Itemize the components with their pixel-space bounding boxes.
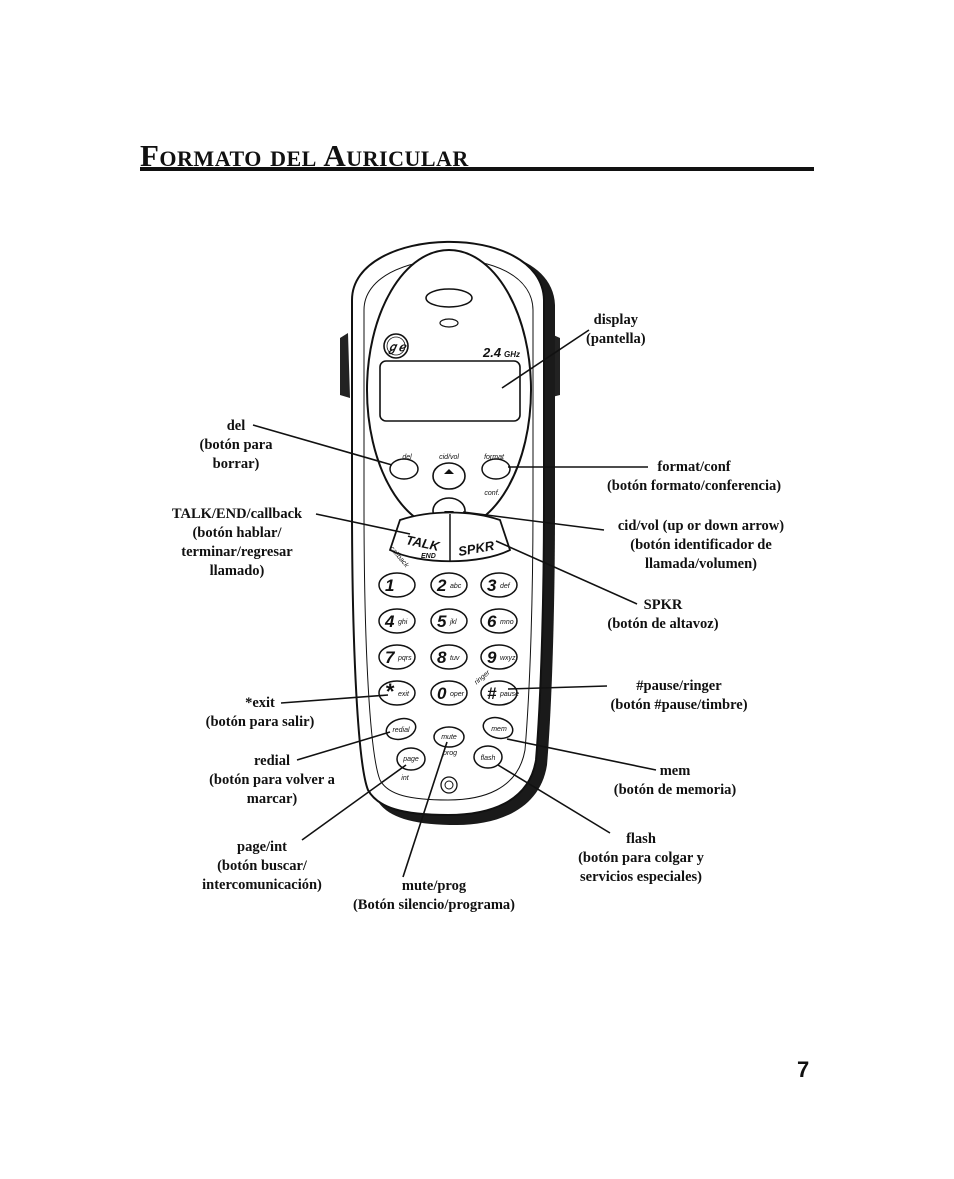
keypad-digit: 4 xyxy=(384,612,395,631)
mem-key-label: mem xyxy=(491,726,507,733)
keypad-digit: 9 xyxy=(487,648,497,667)
keypad-digit: 6 xyxy=(487,612,497,631)
keypad-subtext: pause xyxy=(499,691,519,698)
keypad-key-shape[interactable] xyxy=(480,572,518,598)
band-unit: GHz xyxy=(504,350,520,359)
keypad-subtext: ghi xyxy=(398,619,408,626)
left-clip xyxy=(340,333,350,398)
callout-cid-vol: cid/vol (up or down arrow) (botón identi… xyxy=(617,518,785,572)
keypad-subtext: pqrs xyxy=(397,655,412,662)
keypad-digit: # xyxy=(487,684,497,703)
display-screen xyxy=(379,360,521,422)
keypad-digit: 3 xyxy=(487,576,497,595)
flash-key-label: flash xyxy=(481,755,496,762)
keypad-subtext: abc xyxy=(450,583,462,590)
keypad-key-11[interactable]: #pause xyxy=(480,680,519,706)
keypad-digit: 5 xyxy=(437,612,447,631)
band-label: 2.4 xyxy=(482,345,502,360)
keypad-key-shape[interactable] xyxy=(430,572,468,598)
page-number: 7 xyxy=(797,1057,810,1082)
keypad-key-shape[interactable] xyxy=(480,680,518,706)
end-label: END xyxy=(421,553,436,560)
keypad-subtext: def xyxy=(500,583,511,590)
keypad-key-shape[interactable] xyxy=(430,644,468,670)
keypad-key-shape[interactable] xyxy=(480,608,518,634)
keypad-key-shape[interactable] xyxy=(378,644,416,670)
up-arrow-icon xyxy=(444,469,454,474)
keypad-key-shape[interactable] xyxy=(378,608,416,634)
del-key-label: del xyxy=(402,454,412,461)
keypad-subtext: mno xyxy=(500,619,514,626)
callout-mute-prog: mute/prog (Botón silencio/programa) xyxy=(352,878,516,913)
talk-button[interactable]: TALK xyxy=(405,532,443,554)
redial-key-label: redial xyxy=(392,727,410,734)
callout-del: del (botón para borrar) xyxy=(199,418,273,472)
mute-key-label: mute xyxy=(441,734,457,741)
keypad-digit: 2 xyxy=(436,576,447,595)
keypad-key-shape[interactable] xyxy=(480,644,518,670)
callout-display: display (pantella) xyxy=(586,312,646,347)
keypad-key-shape[interactable] xyxy=(430,608,468,634)
callout-pause-ringer: #pause/ringer (botón #pause/timbre) xyxy=(610,678,748,713)
handset-bezel xyxy=(363,258,534,801)
keypad-key-0[interactable]: 1 xyxy=(378,572,416,598)
callout-flash: flash (botón para colgar y servicios esp… xyxy=(578,831,704,885)
callout-format-conf: format/conf (botón formato/conferencia) xyxy=(606,459,782,494)
callout-exit: *exit (botón para salir) xyxy=(205,695,315,730)
microphone-icon xyxy=(440,776,458,794)
keypad-digit: 8 xyxy=(437,648,447,667)
callout-talk-end: TALK/END/callback (botón hablar/ termina… xyxy=(171,506,303,579)
cid-vol-up-button[interactable] xyxy=(432,462,466,490)
keypad-subtext: wxyz xyxy=(500,655,516,662)
keypad-subtext: tuv xyxy=(450,655,460,662)
spkr-button[interactable]: SPKR xyxy=(457,538,496,559)
keypad-key-shape[interactable] xyxy=(378,572,416,598)
prog-key-label: prog xyxy=(442,750,457,757)
keypad-digit: 0 xyxy=(437,684,447,703)
keypad-subtext: jkl xyxy=(449,619,457,626)
callout-spkr: SPKR (botón de altavoz) xyxy=(607,597,719,632)
keypad-digit: * xyxy=(385,679,395,704)
mem-button[interactable] xyxy=(481,714,515,741)
earpiece-slot xyxy=(439,318,459,328)
page-int-button[interactable] xyxy=(396,747,426,771)
mute-prog-button[interactable] xyxy=(433,726,465,748)
title-rule xyxy=(140,167,814,171)
keypad-digit: 7 xyxy=(385,648,396,667)
page-key-label: page xyxy=(402,756,419,763)
keypad-subtext: oper xyxy=(450,691,465,698)
keypad-subtext: exit xyxy=(398,691,410,698)
svg-text:ℊℯ: ℊℯ xyxy=(386,340,407,355)
keypad-digit: 1 xyxy=(385,576,394,595)
keypad-key-shape[interactable] xyxy=(378,680,416,706)
callout-leaders xyxy=(252,329,657,878)
ge-logo-icon: ℊℯ xyxy=(383,333,409,359)
del-button[interactable] xyxy=(389,458,419,480)
format-key-label: format xyxy=(484,454,505,461)
conf-key-label: conf. xyxy=(484,490,499,497)
cid-vol-key-label: cid/vol xyxy=(439,454,459,461)
callout-mem: mem (botón de memoria) xyxy=(613,763,737,798)
format-conf-button[interactable] xyxy=(481,458,511,480)
flash-button[interactable] xyxy=(473,745,503,769)
callout-page-int: page/int (botón buscar/ intercomunicació… xyxy=(202,839,322,893)
earpiece xyxy=(425,288,473,308)
int-key-label: int xyxy=(401,775,409,782)
keypad-key-shape[interactable] xyxy=(430,680,468,706)
keypad-key-9[interactable]: *exit xyxy=(378,679,416,706)
callout-redial: redial (botón para volver a marcar) xyxy=(209,753,335,807)
